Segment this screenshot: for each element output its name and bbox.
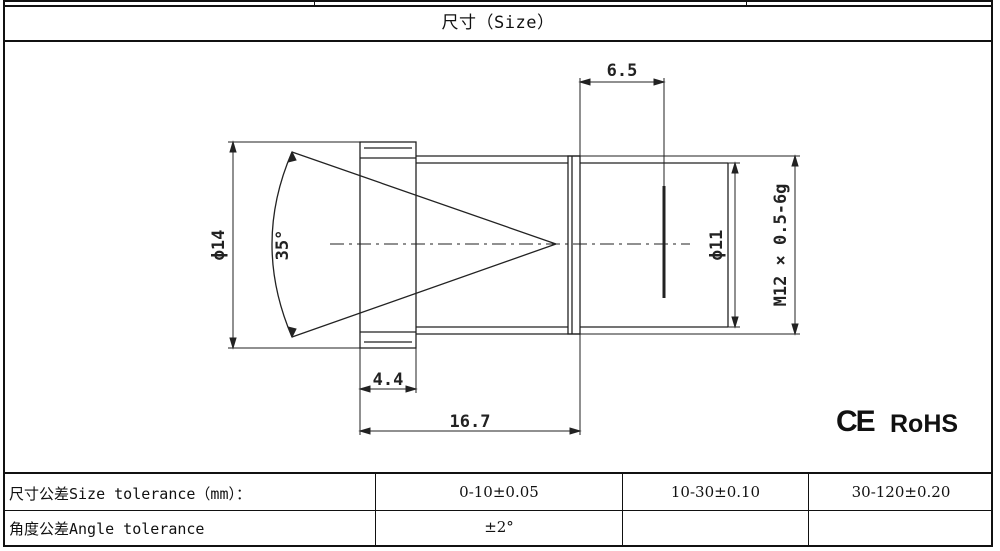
table-col-divider [808,472,809,547]
dim-label-thread: M12 × 0.5-6g [771,184,791,307]
arrowhead [358,427,371,435]
top-divider [746,0,747,6]
table-row-label: 角度公差Angle tolerance [9,520,205,538]
dim-label-4-4: 4.4 [373,370,404,390]
header-top-rule [3,5,993,7]
table-cell: 30-120±0.20 [851,483,951,501]
table-col-divider [375,472,376,547]
arrowhead [731,161,739,174]
rohs-mark: RoHS [890,410,959,438]
arrowhead [287,326,297,339]
table-cell: ±2° [484,518,514,536]
section-title: 尺寸（Size） [441,13,555,33]
dim-label-phi14: ϕ14 [209,230,229,261]
arrowhead [229,337,237,350]
drawing-frame [3,0,993,547]
arrowhead [791,323,799,336]
arrowhead [405,385,418,393]
arrowhead [358,385,371,393]
barrel-collar [567,155,581,335]
dim-label-angle: 35° [273,230,293,261]
fov-arc [271,151,293,338]
arrowhead [229,140,237,153]
ce-mark: CE [836,405,876,438]
top-divider [314,0,315,6]
arrowhead [653,78,666,86]
fov-ray [291,243,557,338]
table-col-divider [622,472,623,547]
header-bottom-rule [3,40,993,42]
dim-label-phi11: ϕ11 [707,230,727,261]
flange-body [359,141,417,349]
dim-label-16-7: 16.7 [450,412,491,432]
table-cell: 0-10±0.05 [459,483,539,501]
table-top-rule [3,472,993,474]
arrowhead [578,78,591,86]
dim-label-6-5: 6.5 [607,61,638,81]
arrowhead [287,150,297,163]
fov-ray [291,151,557,245]
arrowhead [569,427,582,435]
arrowhead [731,316,739,329]
table-cell: 10-30±0.10 [670,483,761,501]
table-row-label: 尺寸公差Size tolerance（mm）： [9,485,251,503]
table-mid-rule [3,510,993,511]
arrowhead [791,154,799,167]
